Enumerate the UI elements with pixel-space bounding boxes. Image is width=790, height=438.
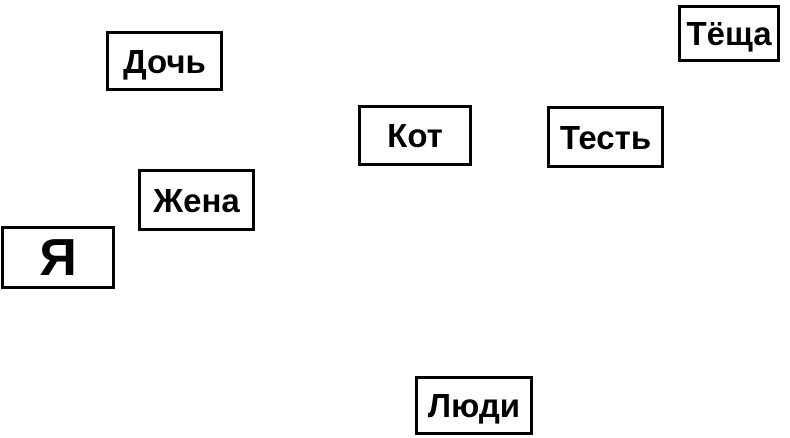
word-box-test[interactable]: Тесть [547,106,664,168]
word-box-label: Тесть [559,118,652,156]
word-box-label: Я [39,228,77,287]
word-box-label: Тёща [686,15,772,52]
word-box-zhena[interactable]: Жена [138,169,255,231]
word-box-tescha[interactable]: Тёща [678,5,780,62]
word-box-kot[interactable]: Кот [358,105,472,166]
word-box-label: Жена [153,181,240,219]
word-box-lyudi[interactable]: Люди [415,376,533,435]
word-box-ya[interactable]: Я [1,226,115,289]
word-box-label: Люди [427,387,521,424]
word-box-label: Дочь [123,42,206,80]
word-box-label: Кот [387,117,443,154]
word-box-doch[interactable]: Дочь [106,31,223,91]
